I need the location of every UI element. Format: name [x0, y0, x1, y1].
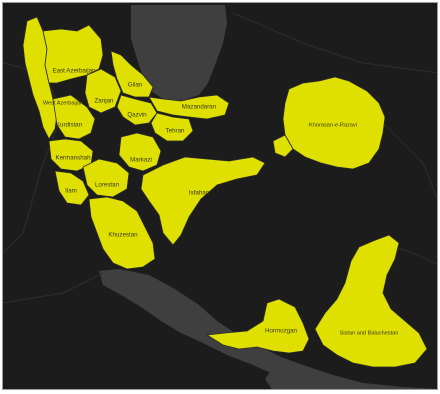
- province-qazvin[interactable]: [116, 94, 158, 126]
- province-kurdistan[interactable]: [52, 94, 96, 140]
- label-gilan: Gilan: [128, 82, 143, 89]
- province-lorestan[interactable]: [82, 158, 130, 198]
- province-khorasan-west-lobe[interactable]: [272, 134, 294, 158]
- label-hormozgan: Hormozgan: [265, 328, 298, 335]
- map-canvas[interactable]: East Azerbaijan West Azerbaijan Zanjan G…: [3, 3, 438, 390]
- province-mazandaran[interactable]: [148, 94, 230, 120]
- province-hormozgan[interactable]: [206, 298, 310, 354]
- label-east-azerbaijan: East Azerbaijan: [53, 68, 97, 75]
- label-markazi: Markazi: [130, 157, 152, 164]
- province-labels: East Azerbaijan West Azerbaijan Zanjan G…: [43, 68, 399, 337]
- province-sistan-baluchestan[interactable]: [314, 234, 428, 368]
- province-zanjan[interactable]: [84, 68, 122, 114]
- label-qazvin: Qazvin: [127, 112, 147, 119]
- label-kermanshah: Kermanshah: [55, 155, 91, 162]
- label-khuzestan: Khuzestan: [108, 232, 138, 239]
- label-khorasan-razavi: Khorasan-e-Razavi: [309, 122, 357, 128]
- label-kurdistan: Kurdistan: [56, 122, 83, 129]
- label-lorestan: Lorestan: [95, 182, 120, 189]
- label-isfahan: Isfahan: [189, 190, 210, 197]
- province-ilam[interactable]: [54, 170, 90, 206]
- gulf-of-oman: [265, 357, 437, 389]
- province-tehran[interactable]: [150, 112, 194, 142]
- map-frame[interactable]: East Azerbaijan West Azerbaijan Zanjan G…: [2, 2, 438, 390]
- province-markazi[interactable]: [118, 132, 162, 172]
- label-ilam: Ilam: [65, 188, 77, 195]
- label-tehran: Tehran: [166, 128, 185, 135]
- label-sistan-baluchestan: Sistan and Baluchestan: [340, 330, 399, 336]
- label-zanjan: Zanjan: [95, 98, 114, 105]
- province-khuzestan[interactable]: [88, 196, 156, 270]
- province-isfahan[interactable]: [140, 156, 266, 246]
- label-west-azerbaijan: West Azerbaijan: [43, 100, 83, 106]
- highlighted-provinces: [22, 16, 428, 368]
- caspian-sea: [131, 5, 227, 101]
- label-mazandaran: Mazandaran: [182, 104, 217, 111]
